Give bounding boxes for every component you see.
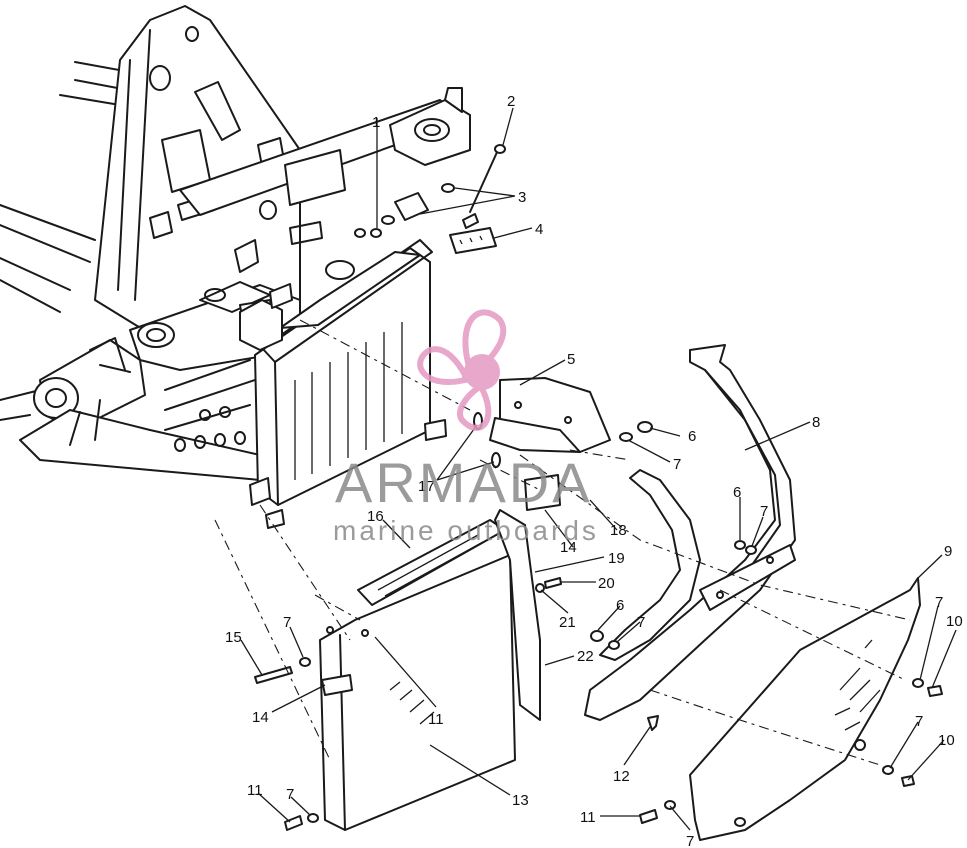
callout-20: 20 <box>598 575 615 592</box>
callout-7: 7 <box>760 503 768 520</box>
callout-6: 6 <box>616 597 624 614</box>
fastener-group-top <box>370 144 506 254</box>
callout-14: 14 <box>560 539 577 556</box>
callout-7: 7 <box>935 594 943 611</box>
callout-16: 16 <box>367 508 384 525</box>
skid-plate <box>689 577 943 841</box>
front-bumper <box>584 344 796 721</box>
callout-2: 2 <box>507 93 515 110</box>
callout-7: 7 <box>673 456 681 473</box>
callout-17: 17 <box>418 478 435 495</box>
callout-8: 8 <box>812 414 820 431</box>
callout-10: 10 <box>938 732 955 749</box>
shroud-bracket <box>489 377 653 453</box>
callout-11: 11 <box>428 711 444 728</box>
callout-7: 7 <box>283 614 291 631</box>
callout-11: 11 <box>580 809 596 826</box>
callout-5: 5 <box>567 351 575 368</box>
leader-lines <box>240 107 957 831</box>
callout-1: 1 <box>372 114 380 131</box>
radiator <box>239 228 447 529</box>
callout-7: 7 <box>637 614 645 631</box>
propeller-icon <box>417 309 507 431</box>
front-panel-assembly <box>319 509 541 831</box>
assembly-lines <box>214 319 911 766</box>
callout-6: 6 <box>733 484 741 501</box>
small-hardware <box>254 412 676 831</box>
callout-15: 15 <box>225 629 242 646</box>
callout-labels: 1 2 3 4 5 6 7 8 6 7 9 7 10 17 16 18 14 1… <box>225 93 963 848</box>
callout-6: 6 <box>688 428 696 445</box>
callout-19: 19 <box>608 550 625 567</box>
callout-4: 4 <box>535 221 543 238</box>
callout-9: 9 <box>944 543 952 560</box>
callout-3: 3 <box>518 189 526 206</box>
callout-11: 11 <box>247 782 263 799</box>
callout-7: 7 <box>686 833 694 848</box>
callout-22: 22 <box>577 648 594 665</box>
watermark-brand: ARMADA <box>335 451 593 514</box>
callout-13: 13 <box>512 792 529 809</box>
callout-21: 21 <box>559 614 576 631</box>
callout-14: 14 <box>252 709 269 726</box>
callout-7: 7 <box>286 786 294 803</box>
frame-assembly <box>0 5 471 481</box>
callout-12: 12 <box>613 768 630 785</box>
callout-18: 18 <box>610 522 627 539</box>
watermark-tagline: marine outboards <box>333 515 599 546</box>
watermark-logo: ARMADA marine outboards <box>333 309 599 546</box>
callout-7: 7 <box>915 713 923 730</box>
callout-10: 10 <box>946 613 963 630</box>
